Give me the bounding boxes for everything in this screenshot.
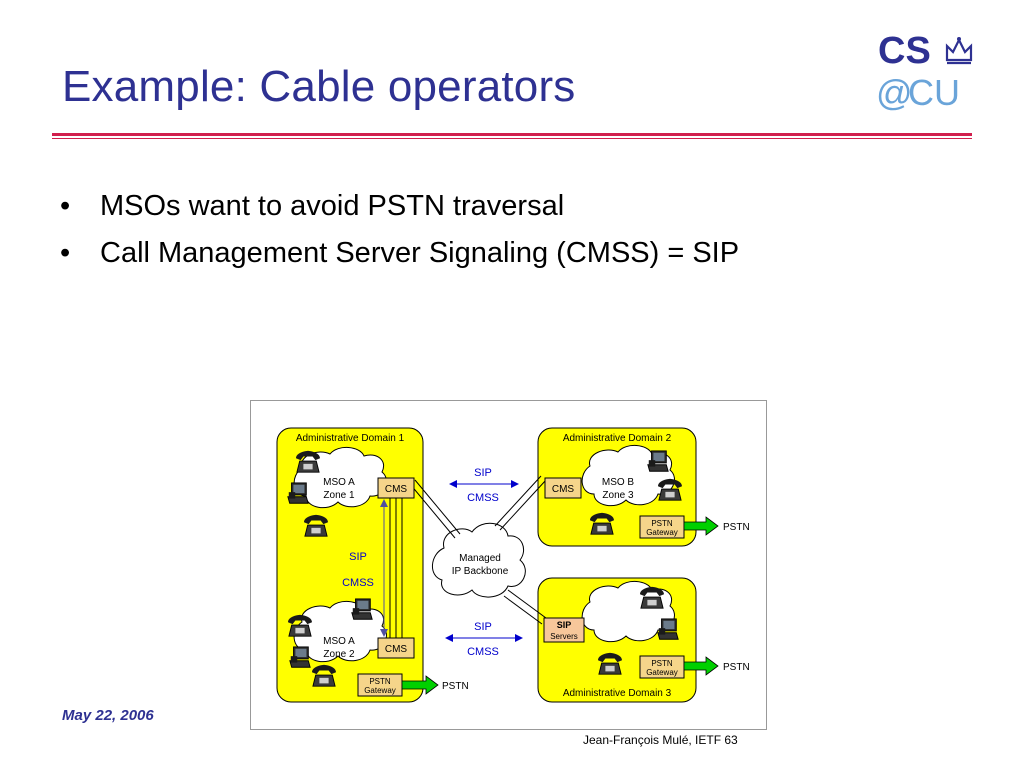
cs-columbia-logo: CS @ CU bbox=[876, 28, 976, 118]
pstn-label-zone-2: PSTN bbox=[442, 681, 469, 692]
telephone-icon bbox=[589, 512, 615, 535]
telephone-icon bbox=[597, 652, 623, 675]
cms-box-zone-3 bbox=[544, 477, 582, 499]
logo-at-text: @ bbox=[876, 72, 913, 113]
cms-box-zone-2 bbox=[377, 637, 415, 659]
backbone-links bbox=[409, 475, 547, 625]
telephone-icon bbox=[311, 664, 337, 687]
pstn-gateway-line1: PSTN bbox=[369, 677, 391, 686]
bullet-dot: • bbox=[60, 190, 71, 222]
backbone-line1: Managed bbox=[459, 553, 501, 564]
bullet-item: • Call Management Server Signaling (CMSS)… bbox=[60, 235, 739, 282]
cms-box-zone-1 bbox=[377, 477, 415, 499]
sip-label-top: SIP bbox=[474, 467, 492, 479]
telephone-icon bbox=[295, 450, 321, 473]
title-underline-thin bbox=[52, 138, 972, 139]
domain-1-label: Administrative Domain 1 bbox=[296, 433, 405, 444]
pstn-gateway-line1: PSTN bbox=[651, 519, 673, 528]
cmss-label-vertical: CMSS bbox=[342, 577, 374, 589]
telephone-icon bbox=[303, 514, 329, 537]
logo-cu-text: CU bbox=[908, 72, 960, 113]
bullet-dot: • bbox=[60, 237, 71, 269]
pstn-gateway-line2: Gateway bbox=[646, 668, 678, 677]
logo-cs-text: CS bbox=[878, 30, 931, 72]
zone-a2-line2: Zone 2 bbox=[323, 649, 355, 660]
zone-a2-line1: MSO A bbox=[323, 636, 355, 647]
pstn-gateway-line1: PSTN bbox=[651, 659, 673, 668]
sip-servers-box bbox=[543, 617, 585, 643]
cmss-label-bottom: CMSS bbox=[467, 646, 499, 658]
sip-servers-sub: Servers bbox=[550, 632, 578, 641]
zone-b3-line1: MSO B bbox=[602, 477, 635, 488]
backbone-line2: IP Backbone bbox=[452, 566, 509, 577]
bullet-text: MSOs want to avoid PSTN traversal bbox=[100, 190, 565, 222]
crown-icon bbox=[945, 37, 973, 65]
sip-label-vertical: SIP bbox=[349, 551, 367, 563]
pstn-gateway-line2: Gateway bbox=[364, 686, 396, 695]
domain-2-label: Administrative Domain 2 bbox=[563, 433, 672, 444]
bullet-text: Call Management Server Signaling (CMSS) … bbox=[100, 237, 740, 269]
domain-3-label: Administrative Domain 3 bbox=[563, 688, 672, 699]
pstn-arrow-domain-3 bbox=[683, 656, 719, 676]
pstn-gateway-line2: Gateway bbox=[646, 528, 678, 537]
telephone-icon bbox=[639, 586, 665, 609]
slide-footer: Jean-François Mulé, IETF 63 bbox=[583, 733, 738, 747]
inter-zone-trunk bbox=[389, 498, 403, 638]
telephone-icon bbox=[287, 614, 313, 637]
slide-title: Example: Cable operators bbox=[62, 62, 576, 111]
telephone-icon bbox=[657, 478, 683, 501]
cms-label: CMS bbox=[385, 644, 408, 655]
bullet-list: • MSOs want to avoid PSTN traversal • Call… bbox=[60, 188, 739, 282]
cms-label: CMS bbox=[552, 484, 575, 495]
pstn-label-domain-3: PSTN bbox=[723, 662, 750, 673]
bullet-item: • MSOs want to avoid PSTN traversal bbox=[60, 188, 739, 235]
sip-servers-title: SIP bbox=[557, 620, 572, 630]
network-diagram: Administrative Domain 1 Administrative D… bbox=[250, 400, 767, 730]
pstn-label-zone-3: PSTN bbox=[723, 522, 750, 533]
slide-date: May 22, 2006 bbox=[62, 707, 154, 724]
title-underline bbox=[52, 133, 972, 136]
cms-label: CMS bbox=[385, 484, 408, 495]
zone-a1-line1: MSO A bbox=[323, 477, 355, 488]
pstn-arrow-zone-2 bbox=[401, 675, 439, 695]
sip-label-bottom: SIP bbox=[474, 621, 492, 633]
zone-a1-line2: Zone 1 bbox=[323, 490, 355, 501]
managed-ip-backbone-cloud bbox=[432, 522, 526, 598]
cmss-label-top: CMSS bbox=[467, 492, 499, 504]
pstn-arrow-zone-3 bbox=[683, 516, 719, 536]
zone-b3-line2: Zone 3 bbox=[602, 490, 634, 501]
